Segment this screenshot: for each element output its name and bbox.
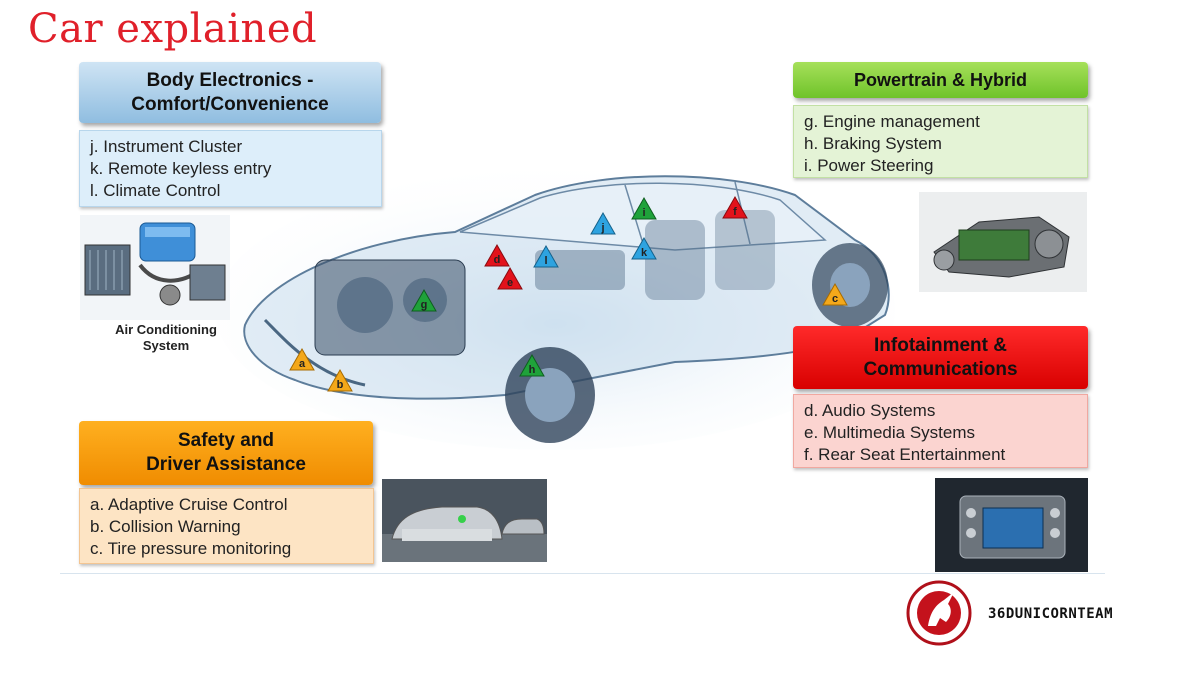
list-item: c. Tire pressure monitoring — [90, 539, 292, 559]
body-electronics-heading-line1: Body Electronics - — [146, 69, 314, 91]
list-item: h. Braking System — [804, 134, 942, 154]
list-item: a. Adaptive Cruise Control — [90, 495, 288, 514]
svg-text:d: d — [494, 254, 501, 266]
list-item: f. Rear Seat Entertainment — [804, 445, 1006, 465]
marker-d: d — [484, 243, 510, 267]
marker-j: j — [590, 211, 616, 235]
cars-on-road-image — [382, 479, 547, 562]
list-item: e. Multimedia Systems — [804, 423, 975, 443]
svg-text:f: f — [733, 206, 737, 218]
marker-e: e — [497, 266, 523, 290]
body-electronics-heading-line2: Comfort/Convenience — [131, 93, 329, 115]
powertrain-heading-text: Powertrain & Hybrid — [853, 69, 1028, 90]
body-electronics-list: j. Instrument Cluster k. Remote keyless … — [79, 130, 382, 207]
marker-l: l — [533, 244, 559, 268]
svg-text:e: e — [507, 277, 513, 289]
list-item: k. Remote keyless entry — [90, 159, 272, 179]
safety-list: a. Adaptive Cruise Control b. Collision … — [79, 488, 374, 564]
air-conditioning-system-image — [80, 215, 230, 320]
divider — [60, 573, 1105, 574]
list-item: b. Collision Warning — [90, 517, 241, 537]
marker-b: b — [327, 368, 353, 392]
list-item: l. Climate Control — [90, 181, 221, 201]
svg-text:i: i — [642, 207, 645, 219]
infotainment-heading-line1: Infotainment & — [874, 334, 1007, 356]
air-conditioning-caption-line1: Air Conditioning — [115, 322, 217, 337]
safety-heading: Safety and Driver Assistance — [79, 421, 373, 485]
transmission-image — [919, 192, 1087, 292]
powertrain-list: g. Engine management h. Braking System i… — [793, 105, 1088, 178]
svg-text:c: c — [832, 293, 838, 305]
marker-k: k — [631, 236, 657, 260]
body-electronics-heading: Body Electronics - Comfort/Convenience — [79, 62, 381, 123]
list-item: j. Instrument Cluster — [90, 137, 243, 156]
infotainment-list: d. Audio Systems e. Multimedia Systems f… — [793, 394, 1088, 468]
car-xray-illustration — [215, 170, 895, 450]
marker-g: g — [411, 288, 437, 312]
marker-c: c — [822, 282, 848, 306]
safety-heading-line1: Safety and — [177, 430, 275, 452]
team-name: 36DUNICORNTEAM — [988, 606, 1114, 622]
infotainment-heading: Infotainment & Communications — [793, 326, 1088, 389]
svg-text:g: g — [421, 299, 428, 311]
marker-a: a — [289, 347, 315, 371]
air-conditioning-caption-line2: System — [142, 338, 190, 354]
svg-text:h: h — [529, 364, 536, 376]
safety-heading-line2: Driver Assistance — [146, 454, 306, 475]
list-item: d. Audio Systems — [804, 401, 936, 420]
svg-text:b: b — [337, 379, 344, 391]
list-item: g. Engine management — [804, 112, 980, 131]
svg-text:l: l — [544, 255, 547, 267]
infotainment-heading-line2: Communications — [863, 358, 1018, 380]
marker-f: f — [722, 195, 748, 219]
page-title: Car explained — [28, 6, 318, 52]
svg-text:a: a — [299, 358, 306, 370]
list-item: i. Power Steering — [804, 156, 934, 176]
svg-text:j: j — [600, 222, 604, 234]
navigation-console-image — [935, 478, 1088, 572]
svg-text:k: k — [641, 247, 648, 259]
air-conditioning-caption: Air Conditioning System — [96, 322, 236, 355]
powertrain-heading: Powertrain & Hybrid — [793, 62, 1088, 98]
marker-i: i — [631, 196, 657, 220]
unicorn-logo-icon — [906, 580, 972, 646]
marker-h: h — [519, 353, 545, 377]
